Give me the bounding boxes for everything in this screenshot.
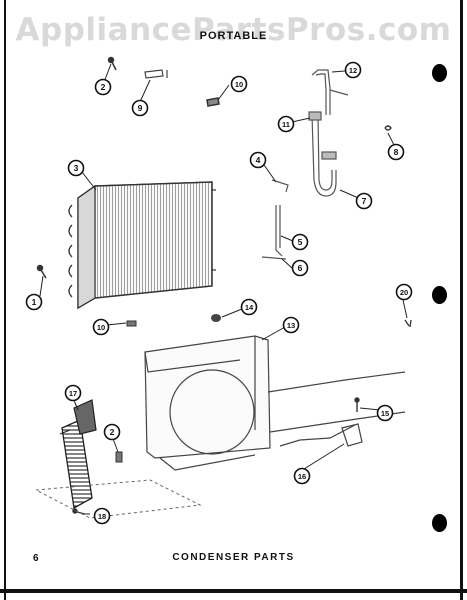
callout-c9: 9 — [131, 99, 149, 117]
callout-circle — [93, 507, 111, 525]
callout-c2b: 2 — [103, 423, 121, 441]
scan-edge-bottom — [0, 589, 467, 593]
callout-number: 10 — [97, 323, 105, 332]
callout-c17: 17 — [64, 384, 82, 402]
part-clip-10-bottom — [126, 320, 137, 327]
callout-number: 18 — [98, 512, 106, 521]
callout-circle — [230, 75, 248, 93]
part-bracket-16 — [341, 423, 363, 447]
callout-number: 14 — [245, 303, 254, 312]
part-grommet-14 — [211, 314, 221, 322]
callout-number: 3 — [74, 163, 79, 173]
callout-circle — [249, 151, 267, 169]
callout-circle — [355, 192, 373, 210]
callout-number: 9 — [138, 103, 143, 113]
callout-c4: 4 — [249, 151, 267, 169]
callout-c18: 18 — [93, 507, 111, 525]
callout-number: 7 — [362, 196, 367, 206]
part-condenser-coil-3 — [68, 181, 216, 310]
callout-c8: 8 — [387, 143, 405, 161]
callout-circle — [94, 78, 112, 96]
callout-c1: 1 — [25, 293, 43, 311]
callout-c5: 5 — [291, 233, 309, 251]
callout-c20: 20 — [395, 283, 413, 301]
binder-hole-bottom — [432, 514, 447, 532]
part-grille-17 — [59, 399, 97, 510]
callout-number: 10 — [235, 80, 243, 89]
part-screw-18 — [72, 508, 86, 515]
callout-circle — [376, 404, 394, 422]
callout-number: 13 — [287, 321, 295, 330]
callout-c10b: 10 — [92, 318, 110, 336]
callout-number: 2 — [110, 427, 115, 437]
part-clip-8 — [384, 125, 392, 131]
callout-number: 17 — [69, 389, 77, 398]
diagram-caption: CONDENSER PARTS — [172, 552, 295, 563]
callout-c12: 12 — [344, 61, 362, 79]
callout-number: 15 — [381, 409, 389, 418]
part-tube-assembly — [308, 69, 349, 197]
part-base-pan — [34, 479, 202, 519]
callout-number: 6 — [298, 263, 303, 273]
callout-circle — [395, 283, 413, 301]
callout-c15: 15 — [376, 404, 394, 422]
binder-hole-middle — [432, 286, 447, 304]
callout-circle — [131, 99, 149, 117]
callout-circle — [291, 233, 309, 251]
callout-number: 5 — [298, 237, 303, 247]
callout-number: 16 — [298, 472, 306, 481]
callout-c7: 7 — [355, 192, 373, 210]
callout-circle — [92, 318, 110, 336]
callout-number: 12 — [349, 66, 357, 75]
part-screw-15 — [354, 397, 360, 412]
part-fan-shroud-13 — [144, 335, 406, 471]
page-number: 6 — [33, 553, 39, 564]
scan-edge-left — [4, 0, 6, 600]
callout-c2a: 2 — [94, 78, 112, 96]
callout-number: 20 — [400, 288, 408, 297]
part-clip-10-top — [206, 97, 220, 107]
part-screw-1 — [36, 264, 47, 279]
callout-c16: 16 — [293, 467, 311, 485]
callout-number: 2 — [101, 82, 106, 92]
callout-circle — [103, 423, 121, 441]
callout-c13: 13 — [282, 316, 300, 334]
callout-c14: 14 — [240, 298, 258, 316]
callout-circle — [387, 143, 405, 161]
part-bracket-456 — [261, 179, 289, 260]
diagram-header: PORTABLE — [199, 30, 268, 42]
callout-c3: 3 — [67, 159, 85, 177]
part-bracket-9 — [144, 69, 168, 79]
callout-circle — [25, 293, 43, 311]
part-screw-2-top — [107, 56, 117, 71]
part-screw-2-bottom — [115, 451, 123, 463]
callout-c11: 11 — [277, 115, 295, 133]
callout-circle — [67, 159, 85, 177]
callout-number: 4 — [256, 155, 261, 165]
callout-circle — [282, 316, 300, 334]
callout-circle — [293, 467, 311, 485]
callout-number: 1 — [32, 297, 37, 307]
scan-edge-right — [460, 0, 463, 600]
binder-hole-top — [432, 64, 447, 82]
callout-c10a: 10 — [230, 75, 248, 93]
callout-circle — [291, 259, 309, 277]
callout-circle — [64, 384, 82, 402]
callout-circle — [277, 115, 295, 133]
callout-number: 11 — [282, 120, 290, 129]
callout-circle — [344, 61, 362, 79]
part-clip-20 — [404, 319, 412, 328]
callout-c6: 6 — [291, 259, 309, 277]
callout-circle — [240, 298, 258, 316]
callout-number: 8 — [394, 147, 399, 157]
